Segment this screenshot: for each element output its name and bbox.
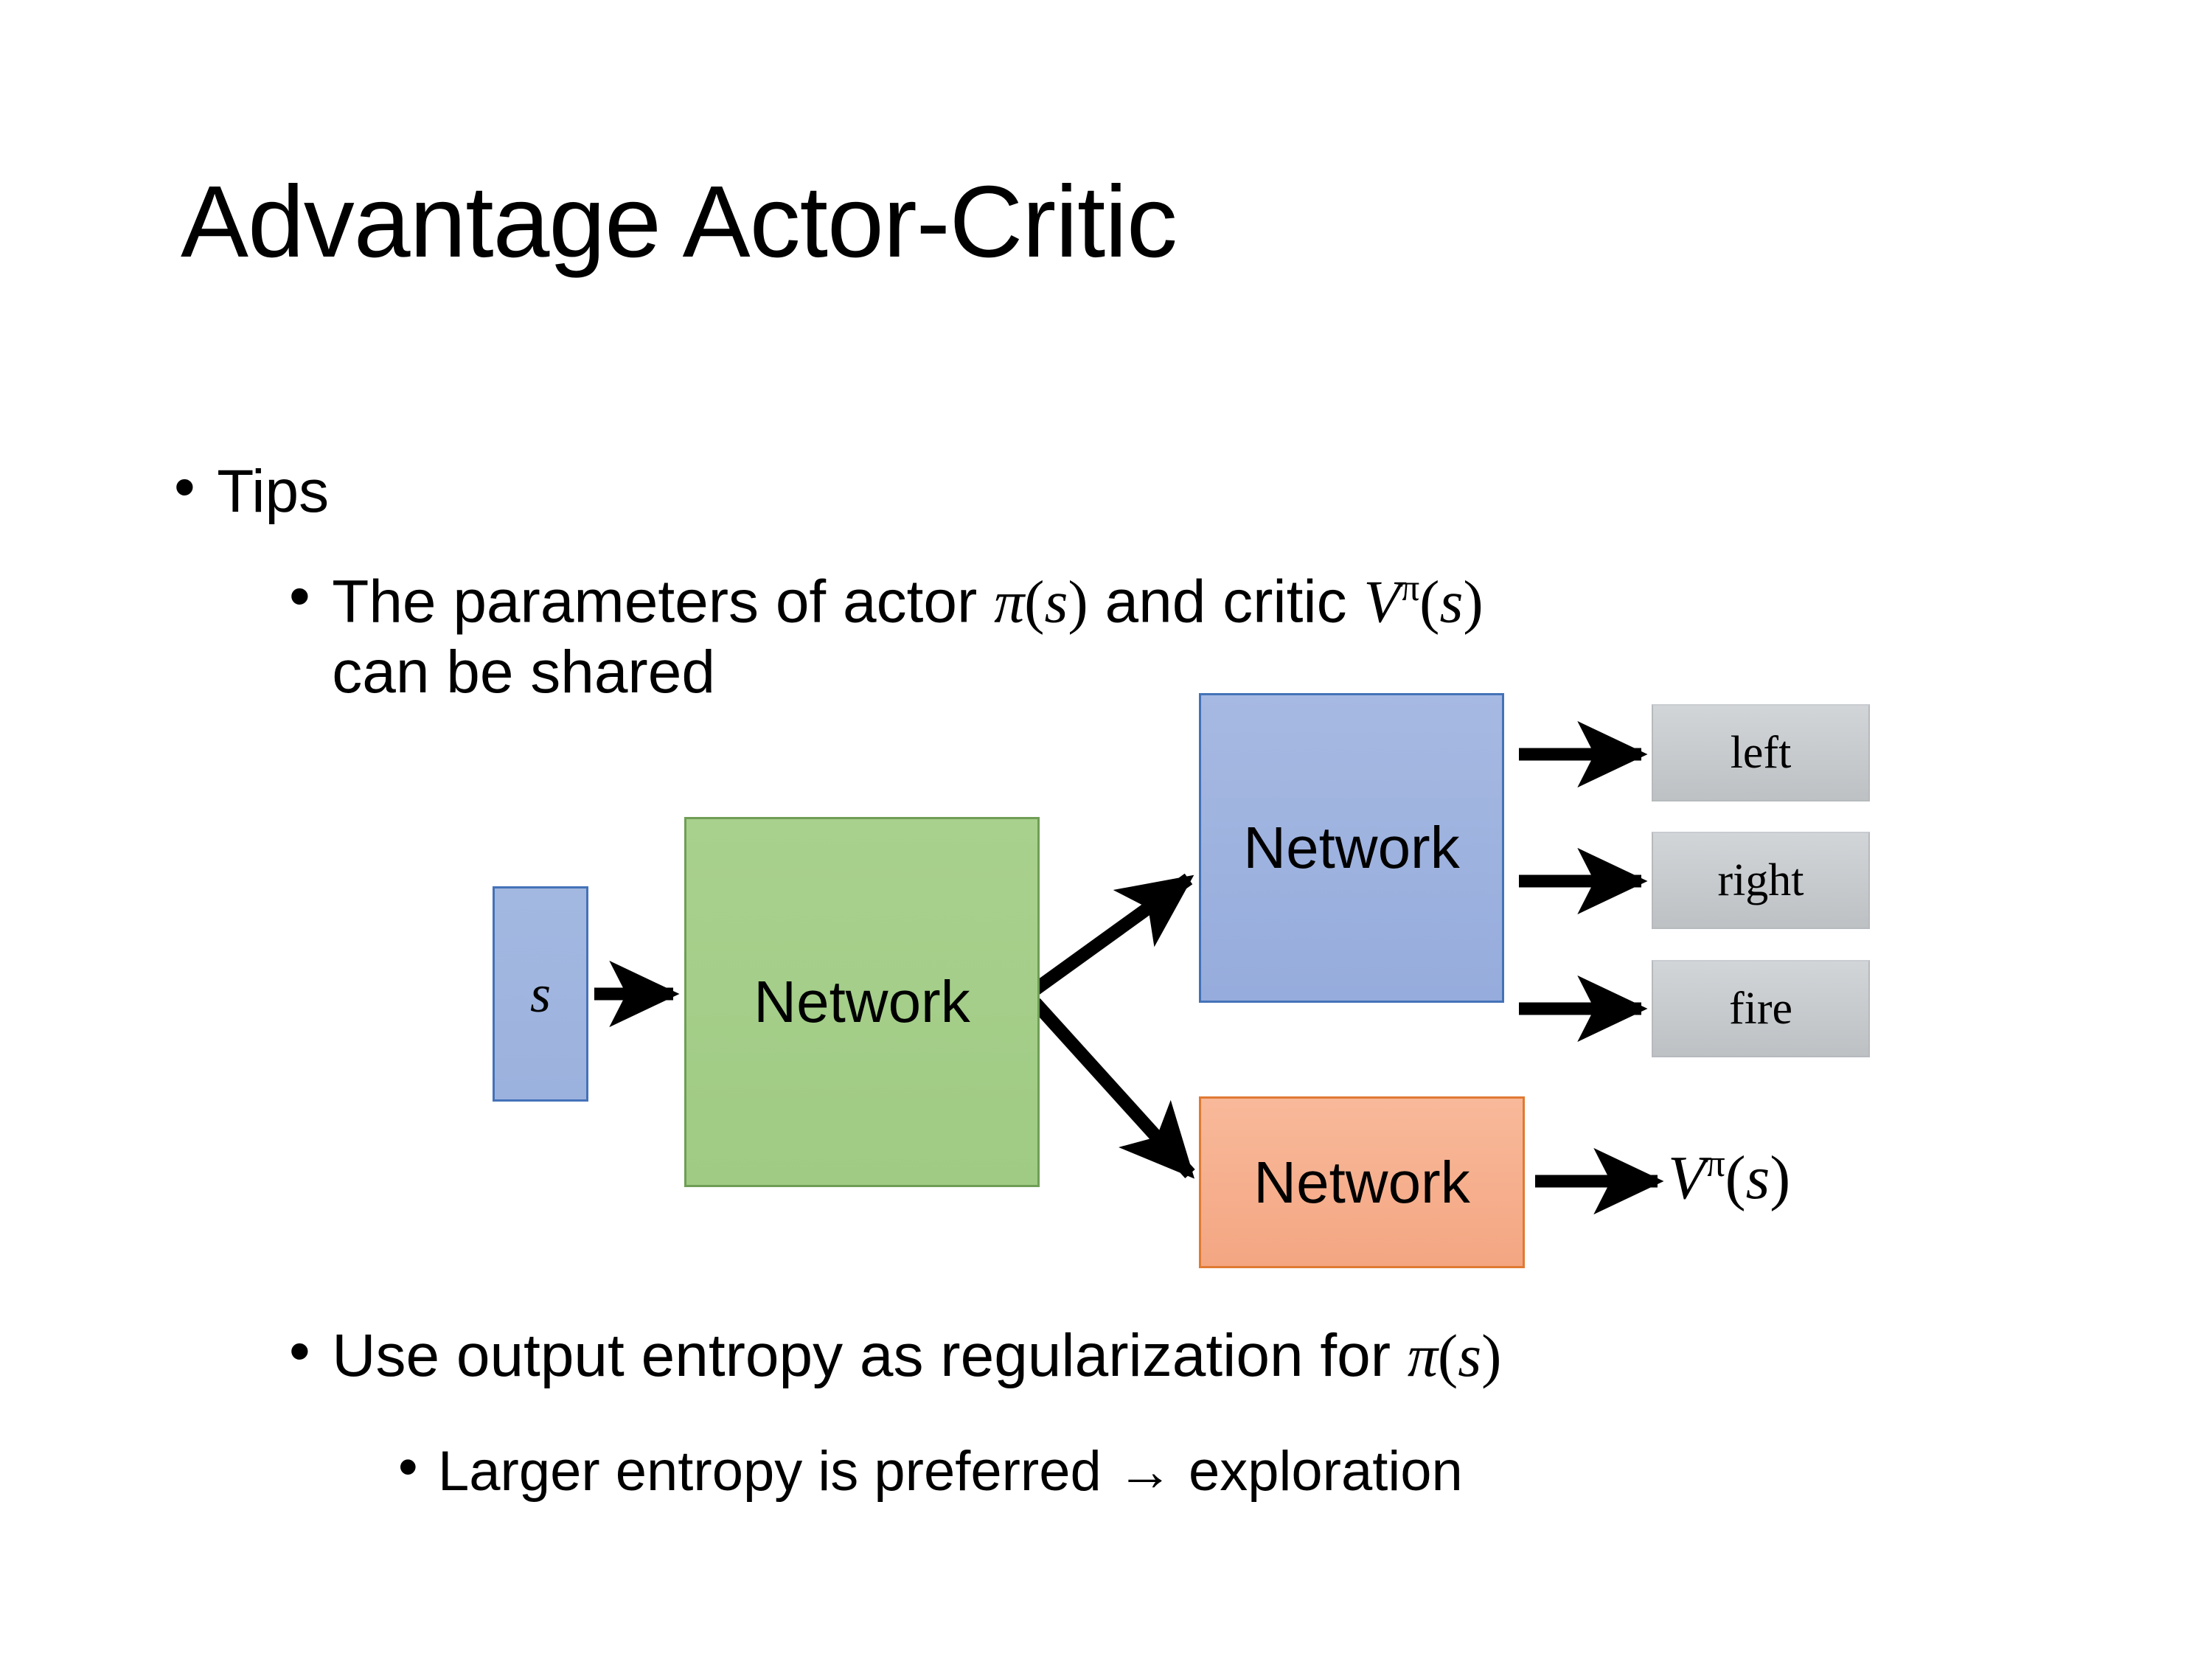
pi-superscript: π — [1400, 567, 1420, 608]
state-box-label: s — [529, 964, 552, 1023]
shared-params-line2: can be shared — [332, 638, 715, 706]
shared-network-label: Network — [754, 969, 970, 1034]
pi-symbol: π — [1407, 1322, 1438, 1389]
action-box-right: right — [1652, 832, 1870, 929]
paren-close: ) — [1770, 1144, 1791, 1212]
bullet-marker-icon: • — [174, 453, 195, 521]
page-title: Advantage Actor-Critic — [181, 165, 1178, 279]
bullet-marker-icon: • — [398, 1436, 418, 1498]
arrow-shared-to-actor — [1031, 873, 1194, 995]
state-input-box: s — [493, 886, 588, 1102]
value-function-symbol: V — [1668, 1144, 1706, 1212]
bullet-larger-entropy-label: Larger entropy is preferred → exploratio… — [437, 1440, 1463, 1503]
pi-superscript: π — [1705, 1142, 1725, 1185]
state-symbol: s — [1044, 568, 1068, 636]
shared-network-box: Network — [684, 817, 1040, 1187]
critic-network-label: Network — [1253, 1149, 1470, 1215]
bullet-entropy-text: Use output entropy as regularization for… — [332, 1321, 2132, 1391]
bullet-shared-parameters-text: The parameters of actor π(s) and critic … — [332, 566, 2103, 707]
actor-network-box: Network — [1199, 693, 1504, 1003]
state-symbol: s — [1439, 568, 1464, 636]
action-fire-label: fire — [1728, 983, 1793, 1034]
action-box-fire: fire — [1652, 960, 1870, 1057]
bullet-larger-entropy: • Larger entropy is preferred → explorat… — [398, 1439, 2168, 1503]
critic-network-box: Network — [1199, 1096, 1525, 1268]
paren-open: ( — [1419, 568, 1440, 636]
entropy-prefix: Use output entropy as regularization for — [332, 1322, 1408, 1389]
shared-params-prefix: The parameters of actor — [332, 568, 995, 636]
paren-open: ( — [1725, 1144, 1746, 1212]
paren-open: ( — [1024, 568, 1045, 636]
state-symbol: s — [1458, 1322, 1482, 1389]
bullet-tips-label: Tips — [217, 458, 330, 525]
bullet-marker-icon: • — [289, 1318, 310, 1385]
action-right-label: right — [1717, 855, 1804, 905]
actor-network-label: Network — [1243, 815, 1460, 880]
value-function-output: Vπ(s) — [1668, 1141, 1790, 1214]
state-symbol: s — [1745, 1144, 1770, 1212]
paren-open: ( — [1437, 1322, 1458, 1389]
paren-close: ) — [1463, 568, 1484, 636]
action-box-left: left — [1652, 704, 1870, 801]
value-function-symbol: V — [1363, 568, 1401, 636]
paren-close: ) — [1481, 1322, 1502, 1389]
arrow-shared-to-critic — [1030, 998, 1195, 1179]
bullet-tips: • Tips — [174, 457, 838, 526]
bullet-shared-parameters: • The parameters of actor π(s) and criti… — [289, 566, 2103, 707]
action-left-label: left — [1730, 727, 1792, 778]
bullet-entropy-regularization: • Use output entropy as regularization f… — [289, 1321, 2132, 1391]
paren-close: ) — [1068, 568, 1088, 636]
shared-params-middle: and critic — [1088, 568, 1364, 636]
pi-symbol: π — [994, 568, 1025, 636]
bullet-marker-icon: • — [289, 563, 310, 630]
